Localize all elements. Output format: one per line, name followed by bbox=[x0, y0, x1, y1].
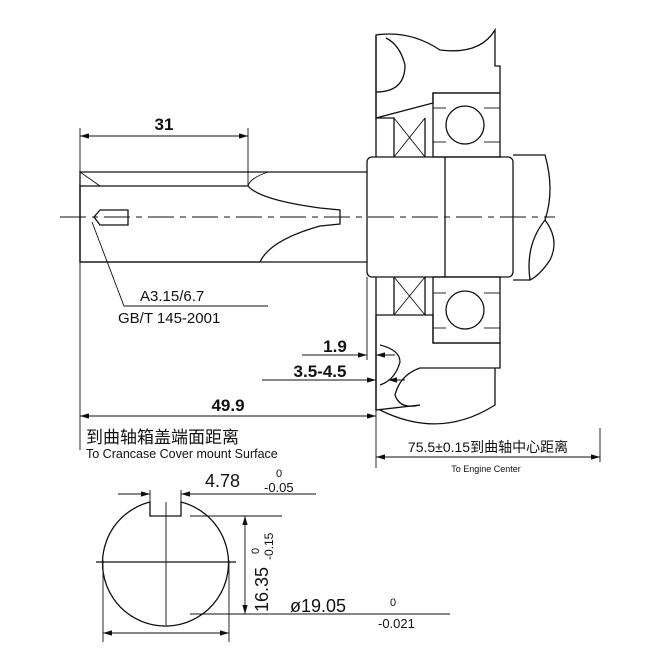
diameter-upper: 0 bbox=[390, 597, 396, 609]
dim-engine-center: 75.5±0.15到曲轴中心距离 To Engine Center bbox=[375, 410, 601, 474]
diameter: ø19.05 bbox=[290, 596, 346, 616]
housing bbox=[375, 27, 501, 425]
seal-top bbox=[393, 117, 426, 158]
cover-surface-cn: 到曲轴箱盖端面距离 bbox=[86, 428, 239, 447]
flat-height-upper: 0 bbox=[250, 548, 262, 554]
key-width: 4.78 bbox=[205, 471, 240, 491]
flat-height-lower: -0.15 bbox=[262, 532, 276, 560]
center-hole-spec: A3.15/6.7 bbox=[140, 288, 204, 305]
dim-key-length: 31 bbox=[79, 115, 249, 186]
flat-height: 16.35 bbox=[252, 567, 272, 612]
center-hole-note: A3.15/6.7 GB/T 145-2001 bbox=[91, 221, 268, 327]
center-hole-standard: GB/T 145-2001 bbox=[118, 310, 220, 327]
seal-bottom bbox=[393, 276, 426, 316]
cover-surface-en: To Crancase Cover mount Surface bbox=[86, 447, 278, 461]
gap-small-label: 1.9 bbox=[323, 337, 347, 356]
dim-gaps: 1.9 3.5-4.5 bbox=[262, 277, 405, 383]
gap-range-label: 3.5-4.5 bbox=[294, 362, 347, 381]
shaft-cross-section: 4.78 0 -0.05 16.35 0 -0.15 ø19.05 0 -0.0… bbox=[96, 468, 450, 642]
bearing-bottom bbox=[432, 276, 501, 344]
key-width-upper: 0 bbox=[276, 468, 282, 480]
shaft-length-label: 49.9 bbox=[211, 396, 244, 415]
center-hole bbox=[93, 209, 129, 226]
bearing-top bbox=[432, 92, 501, 158]
key-length-label: 31 bbox=[155, 115, 174, 134]
engine-center-en: To Engine Center bbox=[451, 464, 521, 474]
dim-shaft-length: 49.9 到曲轴箱盖端面距离 To Crancase Cover mount S… bbox=[79, 262, 376, 461]
diameter-lower: -0.021 bbox=[378, 616, 415, 631]
engine-center-cn: 75.5±0.15到曲轴中心距离 bbox=[408, 439, 568, 455]
key-width-lower: -0.05 bbox=[264, 480, 294, 495]
